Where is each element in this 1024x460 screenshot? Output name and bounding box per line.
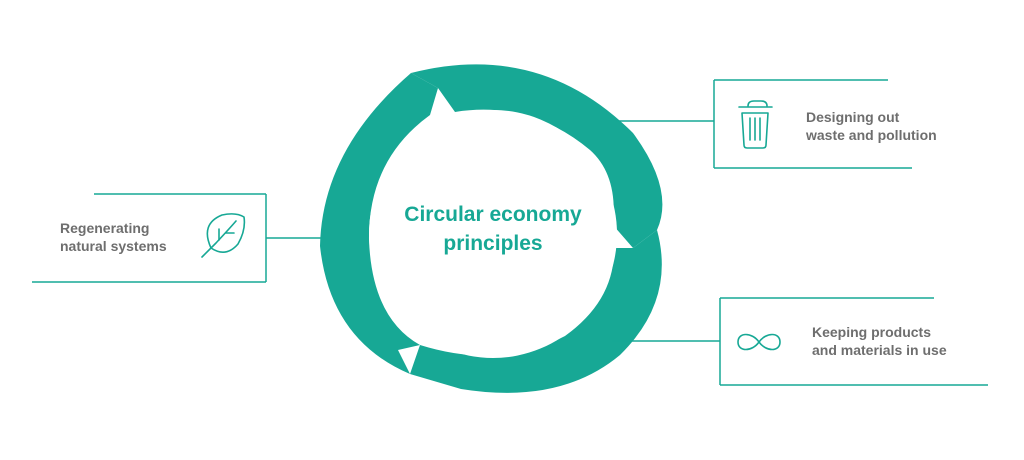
principle-label-regenerating: Regenerating natural systems [60, 219, 167, 255]
infinity-icon [737, 333, 781, 351]
connectors [266, 120, 720, 342]
cycle-arrow-segment-right [410, 230, 662, 393]
cycle-arrow-segment-left [320, 73, 438, 374]
center-title: Circular economy principles [360, 200, 626, 258]
principle-label-line1: Regenerating [60, 220, 150, 236]
principle-label-line2: waste and pollution [806, 127, 937, 143]
principle-label-line1: Keeping products [812, 324, 932, 340]
center-title-line1: Circular economy [404, 203, 582, 226]
principle-box-designing [713, 79, 912, 169]
principle-label-line1: Designing out [806, 109, 900, 125]
leaf-icon [201, 213, 246, 258]
trash-bin-icon [738, 100, 773, 149]
principle-label-keeping: Keeping products and materials in use [812, 323, 947, 359]
principle-box-regenerating [32, 193, 267, 283]
principle-label-line2: and materials in use [812, 342, 947, 358]
principle-label-line2: natural systems [60, 238, 167, 254]
principle-box-keeping [719, 297, 988, 386]
principle-label-designing: Designing out waste and pollution [806, 108, 937, 144]
cycle-arrow-segment-top [411, 64, 663, 248]
cycle-ring [320, 64, 663, 393]
center-title-line2: principles [443, 232, 543, 255]
